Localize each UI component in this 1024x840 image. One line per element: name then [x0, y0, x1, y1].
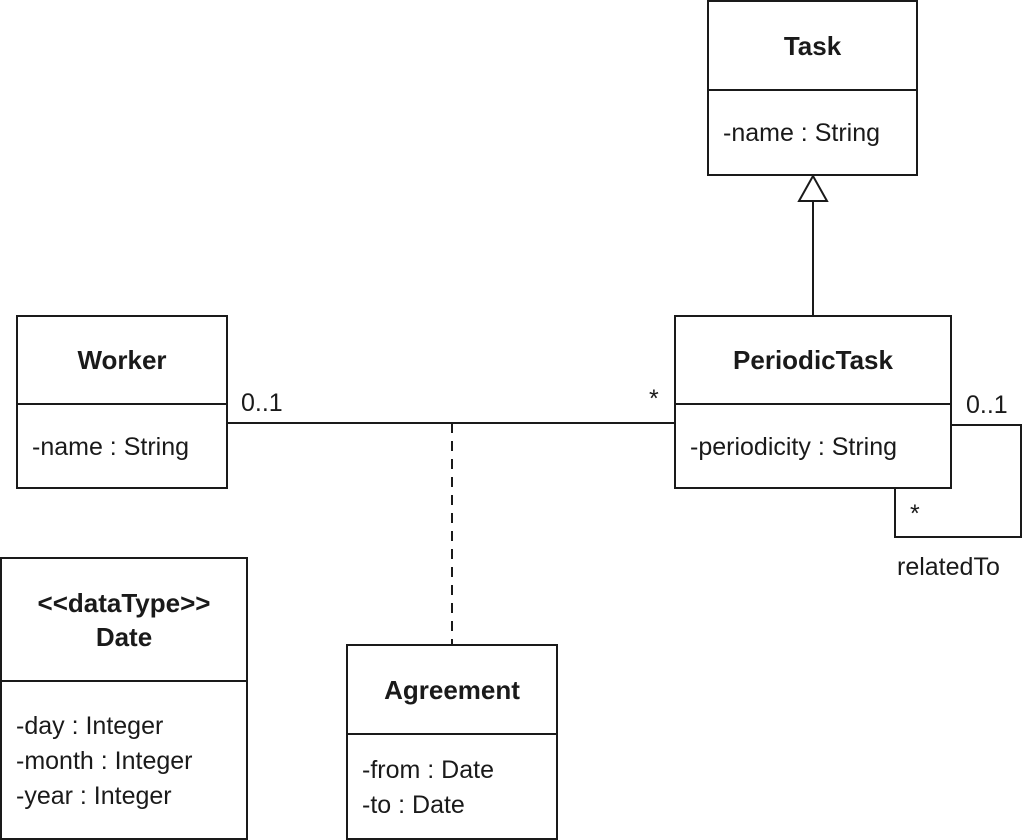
self-association-line — [894, 424, 1022, 538]
attribute: -year : Integer — [16, 781, 172, 810]
class-task-name: Task — [709, 2, 916, 91]
attribute: -from : Date — [362, 755, 494, 784]
attribute: -to : Date — [362, 790, 465, 819]
class-agreement: Agreement -from : Date -to : Date — [346, 644, 558, 840]
attribute: -day : Integer — [16, 711, 164, 740]
class-date-header: <<dataType>> Date — [2, 559, 246, 682]
multiplicity-worker-end: 0..1 — [241, 389, 283, 417]
class-worker-attributes: -name : String — [18, 405, 226, 489]
class-date-name: Date — [95, 621, 153, 652]
multiplicity-relatedto-upper: 0..1 — [966, 391, 1008, 419]
class-periodictask-attributes: -periodicity : String — [676, 405, 950, 489]
class-agreement-attributes: -from : Date -to : Date — [348, 735, 556, 840]
attribute: -periodicity : String — [690, 432, 898, 461]
class-date-stereotype: <<dataType>> — [37, 587, 211, 618]
attribute: -name : String — [723, 119, 881, 147]
class-worker-name: Worker — [18, 317, 226, 405]
class-worker: Worker -name : String — [16, 315, 228, 489]
class-agreement-name: Agreement — [348, 646, 556, 735]
multiplicity-periodictask-end: * — [649, 385, 659, 413]
class-task: Task -name : String — [707, 0, 918, 176]
multiplicity-relatedto-lower: * — [910, 500, 920, 528]
class-task-attributes: -name : String — [709, 91, 916, 176]
class-date: <<dataType>> Date -day : Integer -month … — [0, 557, 248, 840]
class-periodictask-name: PeriodicTask — [676, 317, 950, 405]
role-relatedto: relatedTo — [897, 553, 1000, 581]
generalization-arrowhead — [797, 173, 829, 202]
class-periodictask: PeriodicTask -periodicity : String — [674, 315, 952, 489]
class-date-attributes: -day : Integer -month : Integer -year : … — [2, 682, 246, 840]
attribute: -month : Integer — [16, 746, 193, 775]
attribute: -name : String — [32, 432, 190, 461]
